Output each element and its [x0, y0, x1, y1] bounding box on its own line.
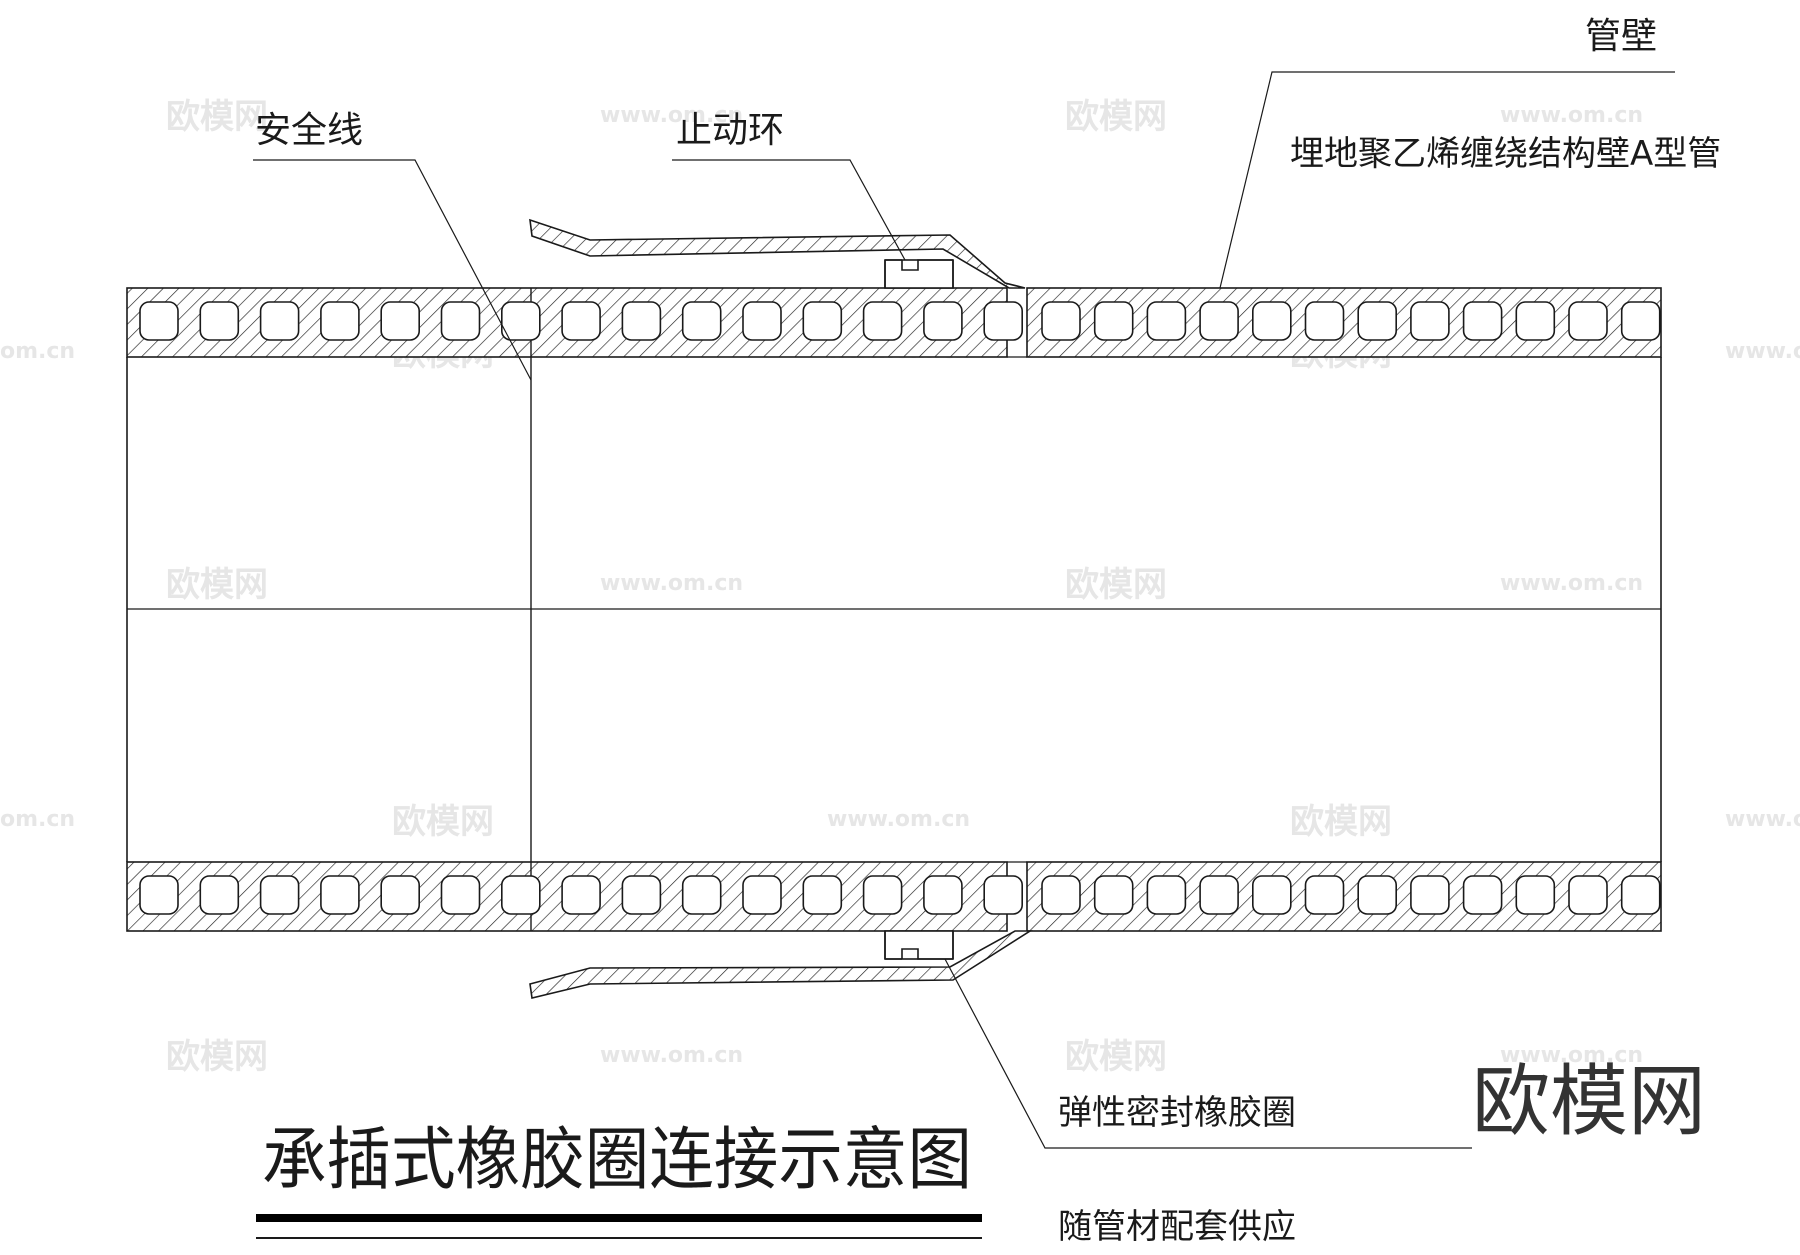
watermark-text: www.om.cn	[600, 571, 743, 596]
wall-cavity	[1041, 875, 1081, 915]
wall-cavity	[1199, 875, 1239, 915]
wall-cavity	[742, 875, 782, 915]
watermark-text: 欧模网	[1065, 565, 1167, 605]
wall-cavity	[1620, 875, 1661, 915]
structural-wall-cavities	[139, 301, 1661, 915]
watermark-text: 欧模网	[166, 97, 268, 137]
page-title: 承插式橡胶圈连接示意图	[262, 1121, 972, 1200]
watermark-text: 欧模网	[166, 565, 268, 605]
seal-ring-label: 弹性密封橡胶圈	[1058, 1093, 1296, 1133]
wall-cavity	[681, 301, 722, 341]
wall-cavity	[1252, 301, 1292, 341]
watermark-text: om.cn	[0, 339, 75, 364]
wall-cavity	[983, 875, 1024, 915]
socket-bell-top	[529, 218, 1026, 289]
pipe-wall-label: 管壁	[1585, 16, 1657, 57]
watermark-text: www.om.cn	[827, 807, 970, 832]
wall-cavity	[1146, 875, 1187, 915]
wall-cavity	[1041, 301, 1081, 341]
wall-cavity	[802, 875, 843, 915]
seal-ring-leader	[944, 958, 1472, 1149]
watermark-text: 欧模网	[392, 802, 494, 842]
wall-cavity	[621, 301, 662, 341]
stop-ring-top	[884, 259, 954, 289]
wall-cavity	[862, 301, 903, 341]
wall-cavity	[139, 301, 179, 341]
seal-ring-bottom	[884, 930, 954, 960]
wall-cavity	[742, 301, 782, 341]
wall-cavity	[500, 301, 541, 341]
watermark-text: 欧模网	[1290, 802, 1392, 842]
wall-cavity	[1568, 875, 1608, 915]
wall-cavity	[561, 875, 601, 915]
wall-cavity	[802, 301, 843, 341]
wall-cavity	[259, 301, 300, 341]
wall-cavity	[1568, 301, 1608, 341]
safety-line-label: 安全线	[255, 110, 363, 151]
wall-cavity	[1620, 301, 1661, 341]
watermark-text: www.om.cn	[600, 1043, 743, 1068]
watermark-text: 欧模网	[1065, 1037, 1167, 1077]
wall-cavity	[1146, 301, 1187, 341]
wall-cavity	[440, 301, 481, 341]
wall-cavity	[1462, 875, 1503, 915]
supply-note-label: 随管材配套供应	[1058, 1207, 1296, 1247]
wall-cavity	[1515, 875, 1556, 915]
wall-cavity	[1410, 301, 1450, 341]
watermark-text: om.cn	[0, 807, 75, 832]
wall-cavity	[1252, 875, 1292, 915]
wall-cavity	[139, 875, 179, 915]
wall-cavity	[621, 875, 662, 915]
watermark-text: www.om.cn	[1500, 1043, 1643, 1068]
wall-cavity	[561, 301, 601, 341]
wall-cavity	[380, 301, 421, 341]
wall-cavity	[1357, 875, 1397, 915]
title-underline-thick	[256, 1214, 982, 1222]
wall-cavity	[1304, 301, 1345, 341]
watermark-text: www.om.cn	[600, 103, 743, 128]
wall-cavity	[1093, 875, 1134, 915]
safety-line-leader	[253, 159, 532, 381]
watermark-text: www.om.cn	[1725, 339, 1800, 364]
watermark-layer: 欧模网 www.om.cn 欧模网 www.om.cn om.cn 欧模网 www.om.c…	[0, 97, 1800, 1077]
wall-cavity	[1093, 301, 1134, 341]
wall-cavity	[923, 875, 963, 915]
stop-ring-leader	[672, 159, 906, 261]
wall-cavity	[1199, 301, 1239, 341]
watermark-text: 欧模网	[1065, 97, 1167, 137]
wall-cavity	[1462, 301, 1503, 341]
wall-cavity	[983, 301, 1024, 341]
wall-cavity	[923, 301, 963, 341]
wall-cavity	[440, 875, 481, 915]
wall-cavity	[862, 875, 903, 915]
watermark-text: www.om.cn	[1500, 103, 1643, 128]
wall-cavity	[380, 875, 421, 915]
wall-cavity	[1357, 301, 1397, 341]
pipe-wall-leader	[1219, 71, 1675, 289]
wall-cavity	[259, 875, 300, 915]
wall-cavity	[1304, 875, 1345, 915]
wall-cavity	[1410, 875, 1450, 915]
watermark-text: 欧模网	[166, 1037, 268, 1077]
socket-bell-bottom	[529, 930, 1033, 999]
stop-ring-label: 止动环	[676, 110, 784, 151]
wall-cavity	[1515, 301, 1556, 341]
brand-logo: 欧模网	[1472, 1057, 1706, 1147]
wall-cavity	[681, 875, 722, 915]
pipe-type-label: 埋地聚乙烯缠绕结构壁A型管	[1290, 134, 1721, 174]
watermark-text: www.om.cn	[1500, 571, 1643, 596]
wall-cavity	[500, 875, 541, 915]
wall-cavity	[320, 301, 360, 341]
wall-cavity	[199, 875, 240, 915]
wall-cavity	[320, 875, 360, 915]
watermark-text: www.om.cn	[1725, 807, 1800, 832]
wall-cavity	[199, 301, 240, 341]
